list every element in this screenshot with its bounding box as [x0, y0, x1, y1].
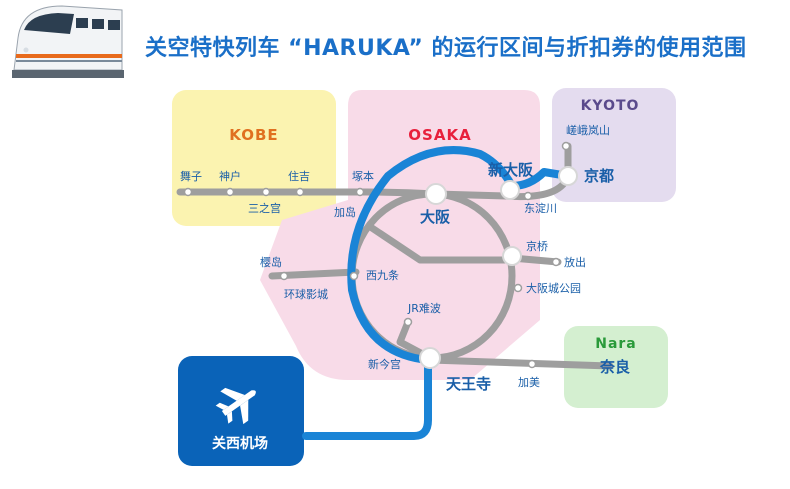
station-markers [183, 141, 571, 369]
station-kami: 加美 [518, 376, 540, 389]
airport-box [178, 356, 304, 466]
page-title: 关空特快列车 “HARUKA” 的运行区间与折扣券的使用范围 [145, 36, 747, 61]
station-tennoji: 天王寺 [446, 375, 491, 393]
region-label-nara: Nara [595, 336, 637, 352]
station-sakurajima: 樱岛 [260, 255, 282, 269]
region-label-osaka: OSAKA [408, 126, 471, 144]
station-osaka: 大阪 [420, 208, 451, 226]
station-shin-osaka: 新大阪 [488, 161, 534, 179]
region-label-kyoto: KYOTO [581, 98, 640, 114]
station-shin-imamiya: 新今宫 [368, 357, 401, 371]
station-hanaten: 放出 [564, 255, 586, 269]
line-tozai [368, 224, 516, 264]
station-sannomiya: 三之宫 [248, 201, 281, 215]
station-jr-namba: JR难波 [407, 302, 441, 315]
station-kobe: 神户 [219, 169, 241, 183]
station-nishikujo: 西九条 [366, 268, 399, 282]
line-nara [426, 356, 614, 370]
airplane-icon [215, 387, 256, 425]
station-higashi-yodogawa: 东淀川 [524, 201, 557, 215]
region-kyoto [552, 88, 676, 202]
major-station-markers [419, 166, 578, 369]
station-sumiyoshi: 住吉 [288, 169, 310, 183]
station-kyoto: 京都 [584, 167, 614, 185]
station-tsukamoto: 塚本 [352, 169, 374, 183]
station-kashima: 加岛 [334, 205, 356, 219]
station-osakajokoen: 大阪城公园 [526, 281, 581, 295]
line-namba [396, 318, 434, 362]
train-illustration [12, 5, 124, 78]
line-kobe [176, 188, 440, 198]
region-osaka [260, 90, 540, 380]
station-arashiyama: 嵯峨岚山 [566, 124, 610, 137]
airport-label: 关西机场 [212, 435, 268, 452]
station-maiko: 舞子 [180, 170, 202, 183]
station-universal-city: 环球影城 [284, 287, 328, 301]
station-kyobashi: 京桥 [526, 239, 548, 253]
region-label-kobe: KOBE [229, 126, 278, 144]
region-nara [564, 326, 668, 408]
station-nara: 奈良 [599, 358, 630, 376]
